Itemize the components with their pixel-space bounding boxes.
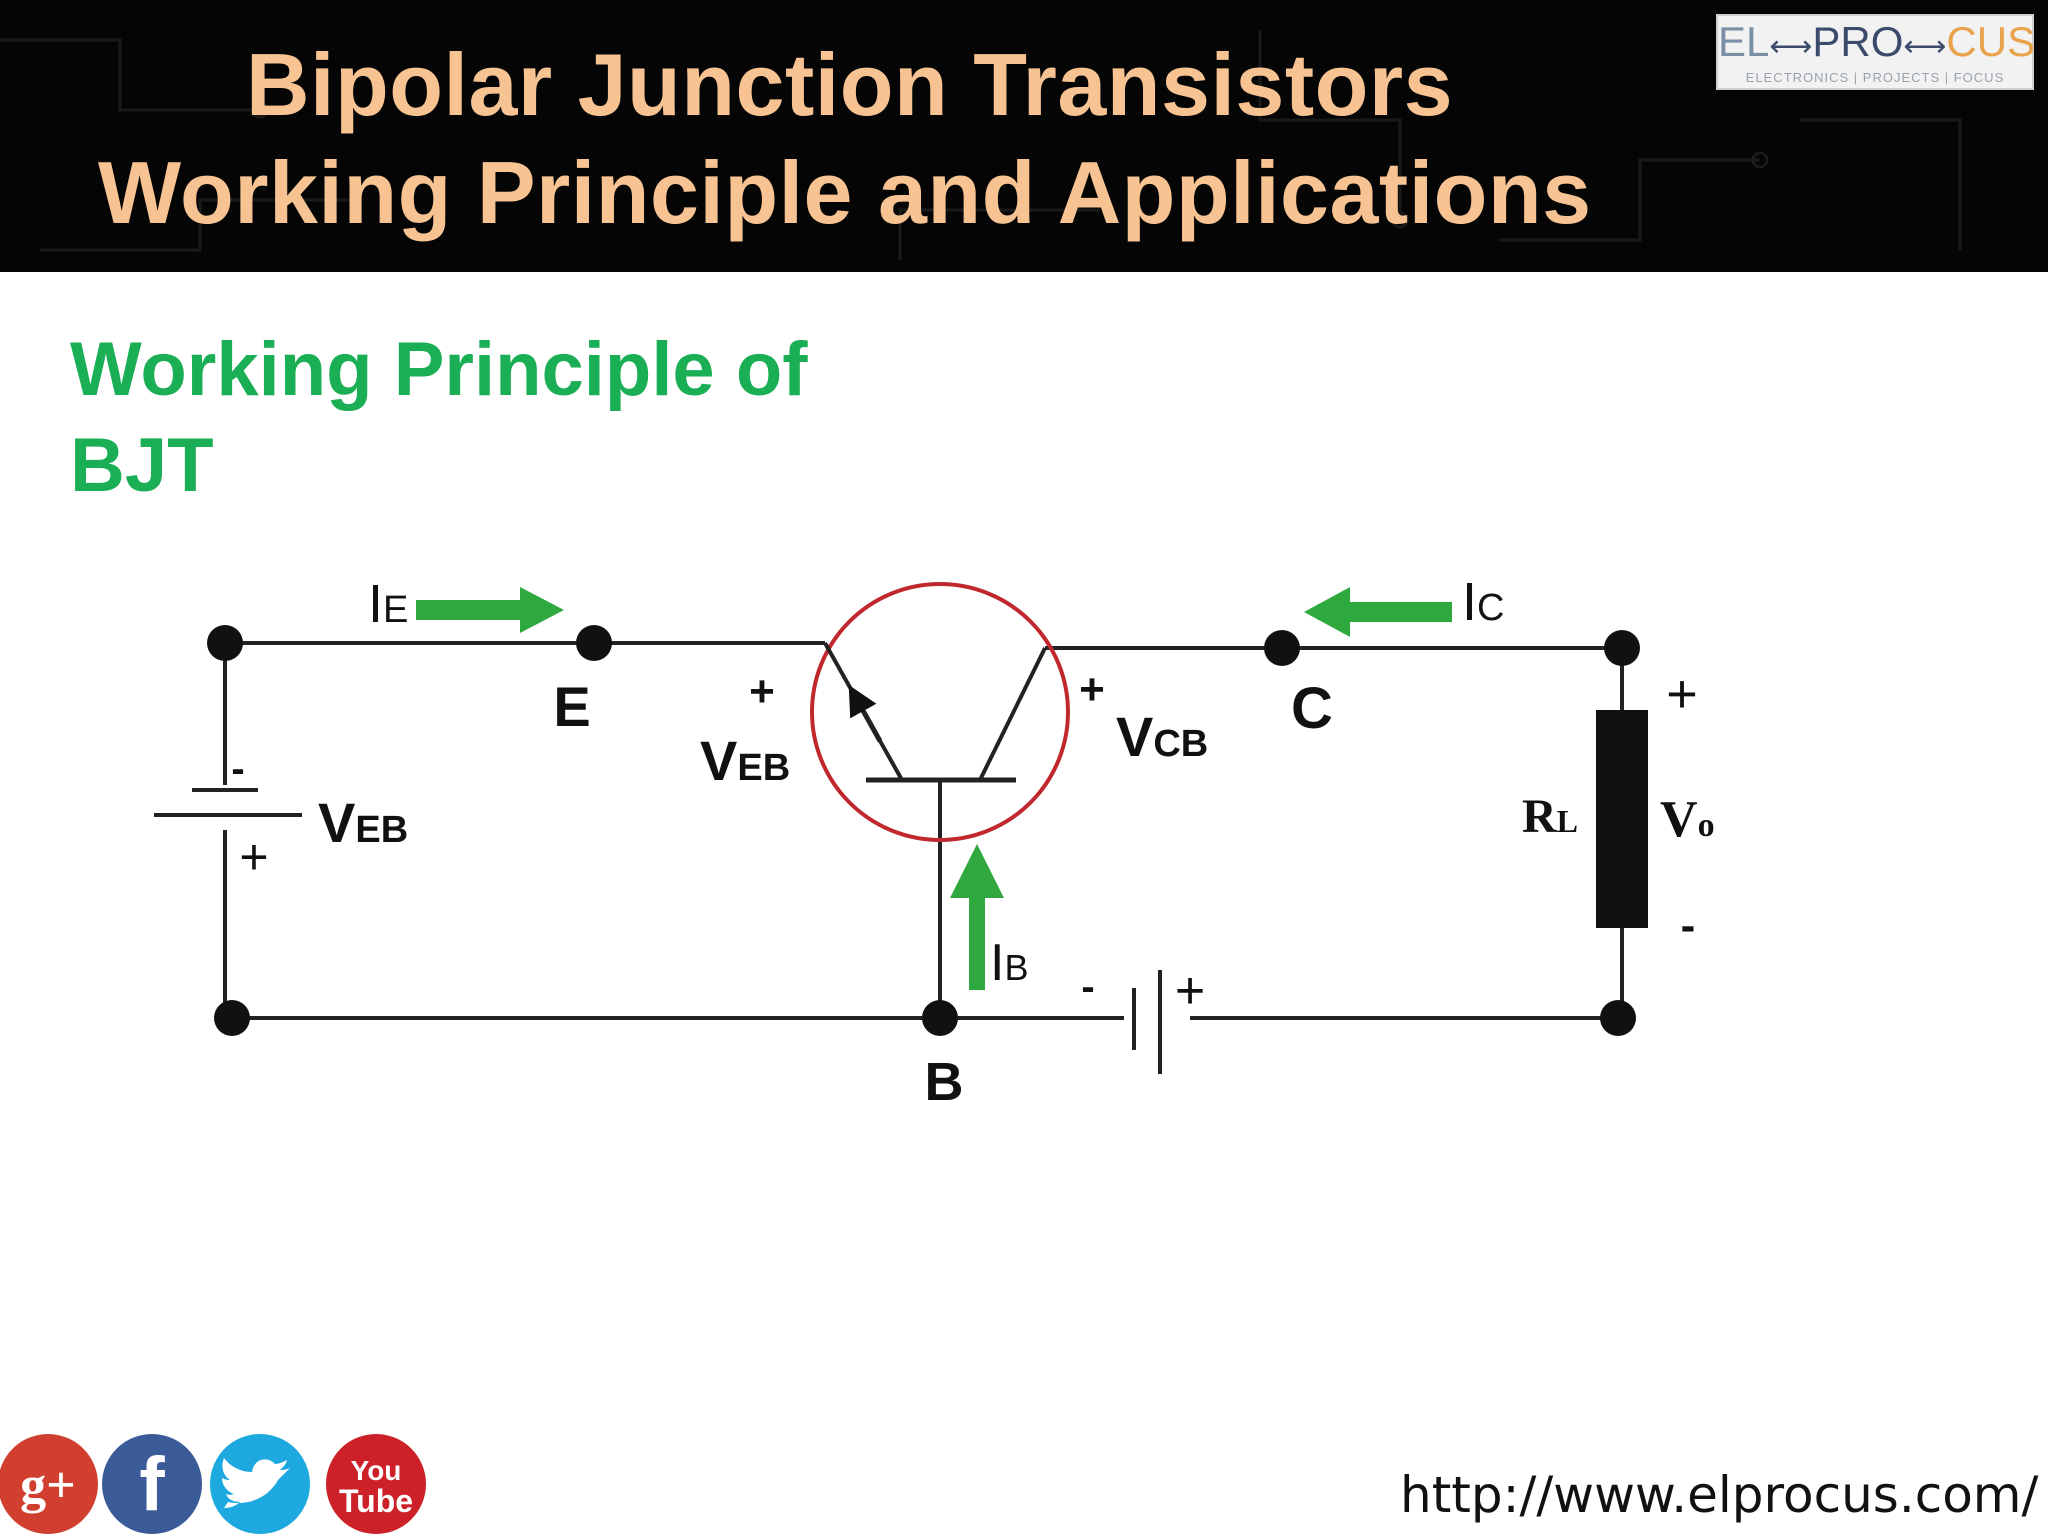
- node-bottom-left: [214, 1000, 250, 1036]
- social-icons: g+ f You Tube: [0, 1434, 426, 1534]
- vcb-junction-label: VCB: [1116, 705, 1208, 768]
- transistor-circle: [810, 582, 1070, 842]
- facebook-icon[interactable]: f: [102, 1434, 202, 1534]
- emitter-current-arrow-icon: [416, 587, 564, 633]
- circuit-nodes: [207, 625, 1640, 1036]
- svg-text:f: f: [139, 1442, 165, 1527]
- output-voltage-label: Vo: [1660, 791, 1715, 848]
- header-banner: Bipolar Junction Transistors Working Pri…: [0, 0, 2048, 272]
- veb-battery-symbol: [154, 788, 302, 817]
- node-collector: [1264, 630, 1300, 666]
- vcc-battery-plus: +: [1175, 962, 1205, 1020]
- elprocus-logo[interactable]: EL⟷PRO⟷CUS ELECTRONICS | PROJECTS | FOCU…: [1716, 14, 2036, 90]
- logo-tagline: ELECTRONICS | PROJECTS | FOCUS: [1745, 70, 2005, 85]
- veb-junction-label: VEB: [700, 729, 790, 792]
- veb-battery-plus: +: [239, 829, 268, 885]
- vcc-battery-symbol: [1124, 970, 1190, 1074]
- section-heading-line2: BJT: [70, 423, 214, 508]
- logo-wordmark: EL⟷PRO⟷CUS: [1718, 18, 2036, 65]
- emitter-current-label: IE: [368, 574, 408, 634]
- node-top-left: [207, 625, 243, 661]
- output-minus: -: [1681, 901, 1696, 950]
- output-plus: +: [1666, 664, 1698, 724]
- veb-battery-label: VEB: [318, 791, 408, 854]
- section-heading: Working Principle of BJT: [70, 322, 970, 514]
- node-label-emitter: E: [553, 675, 590, 738]
- node-base: [922, 1000, 958, 1036]
- svg-text:g+: g+: [20, 1457, 76, 1514]
- svg-text:You: You: [351, 1455, 402, 1486]
- vcc-battery-minus: -: [1081, 965, 1094, 1009]
- google-plus-icon[interactable]: g+: [0, 1434, 98, 1534]
- page-title-line2: Working Principle and Applications: [98, 143, 1592, 242]
- node-bottom-right: [1600, 1000, 1636, 1036]
- svg-text:Tube: Tube: [339, 1483, 413, 1519]
- page-title-line1: Bipolar Junction Transistors: [246, 35, 1454, 134]
- node-emitter: [576, 625, 612, 661]
- website-url-link[interactable]: http://www.elprocus.com/: [1400, 1466, 2039, 1524]
- section-heading-line1: Working Principle of: [70, 327, 808, 412]
- vcb-junction-plus: +: [1079, 665, 1105, 714]
- base-current-arrow-icon: [950, 844, 1004, 990]
- veb-battery-minus: -: [231, 747, 244, 791]
- emitter-arrow-icon: [848, 684, 883, 743]
- circuit-pattern-background: [0, 30, 1962, 260]
- node-label-base: B: [925, 1052, 964, 1112]
- node-top-right: [1604, 630, 1640, 666]
- circuit-wires: [223, 641, 1624, 1020]
- load-resistor-label: RL: [1522, 790, 1578, 843]
- node-label-collector: C: [1291, 676, 1333, 741]
- base-current-label: IB: [990, 934, 1028, 992]
- twitter-icon[interactable]: [210, 1434, 310, 1534]
- youtube-icon[interactable]: You Tube: [326, 1434, 426, 1534]
- veb-junction-plus: +: [749, 667, 775, 716]
- load-resistor-rl: [1596, 710, 1648, 928]
- bjt-transistor-symbol: [810, 582, 1070, 842]
- collector-current-arrow-icon: [1304, 587, 1452, 637]
- collector-current-label: IC: [1462, 572, 1504, 632]
